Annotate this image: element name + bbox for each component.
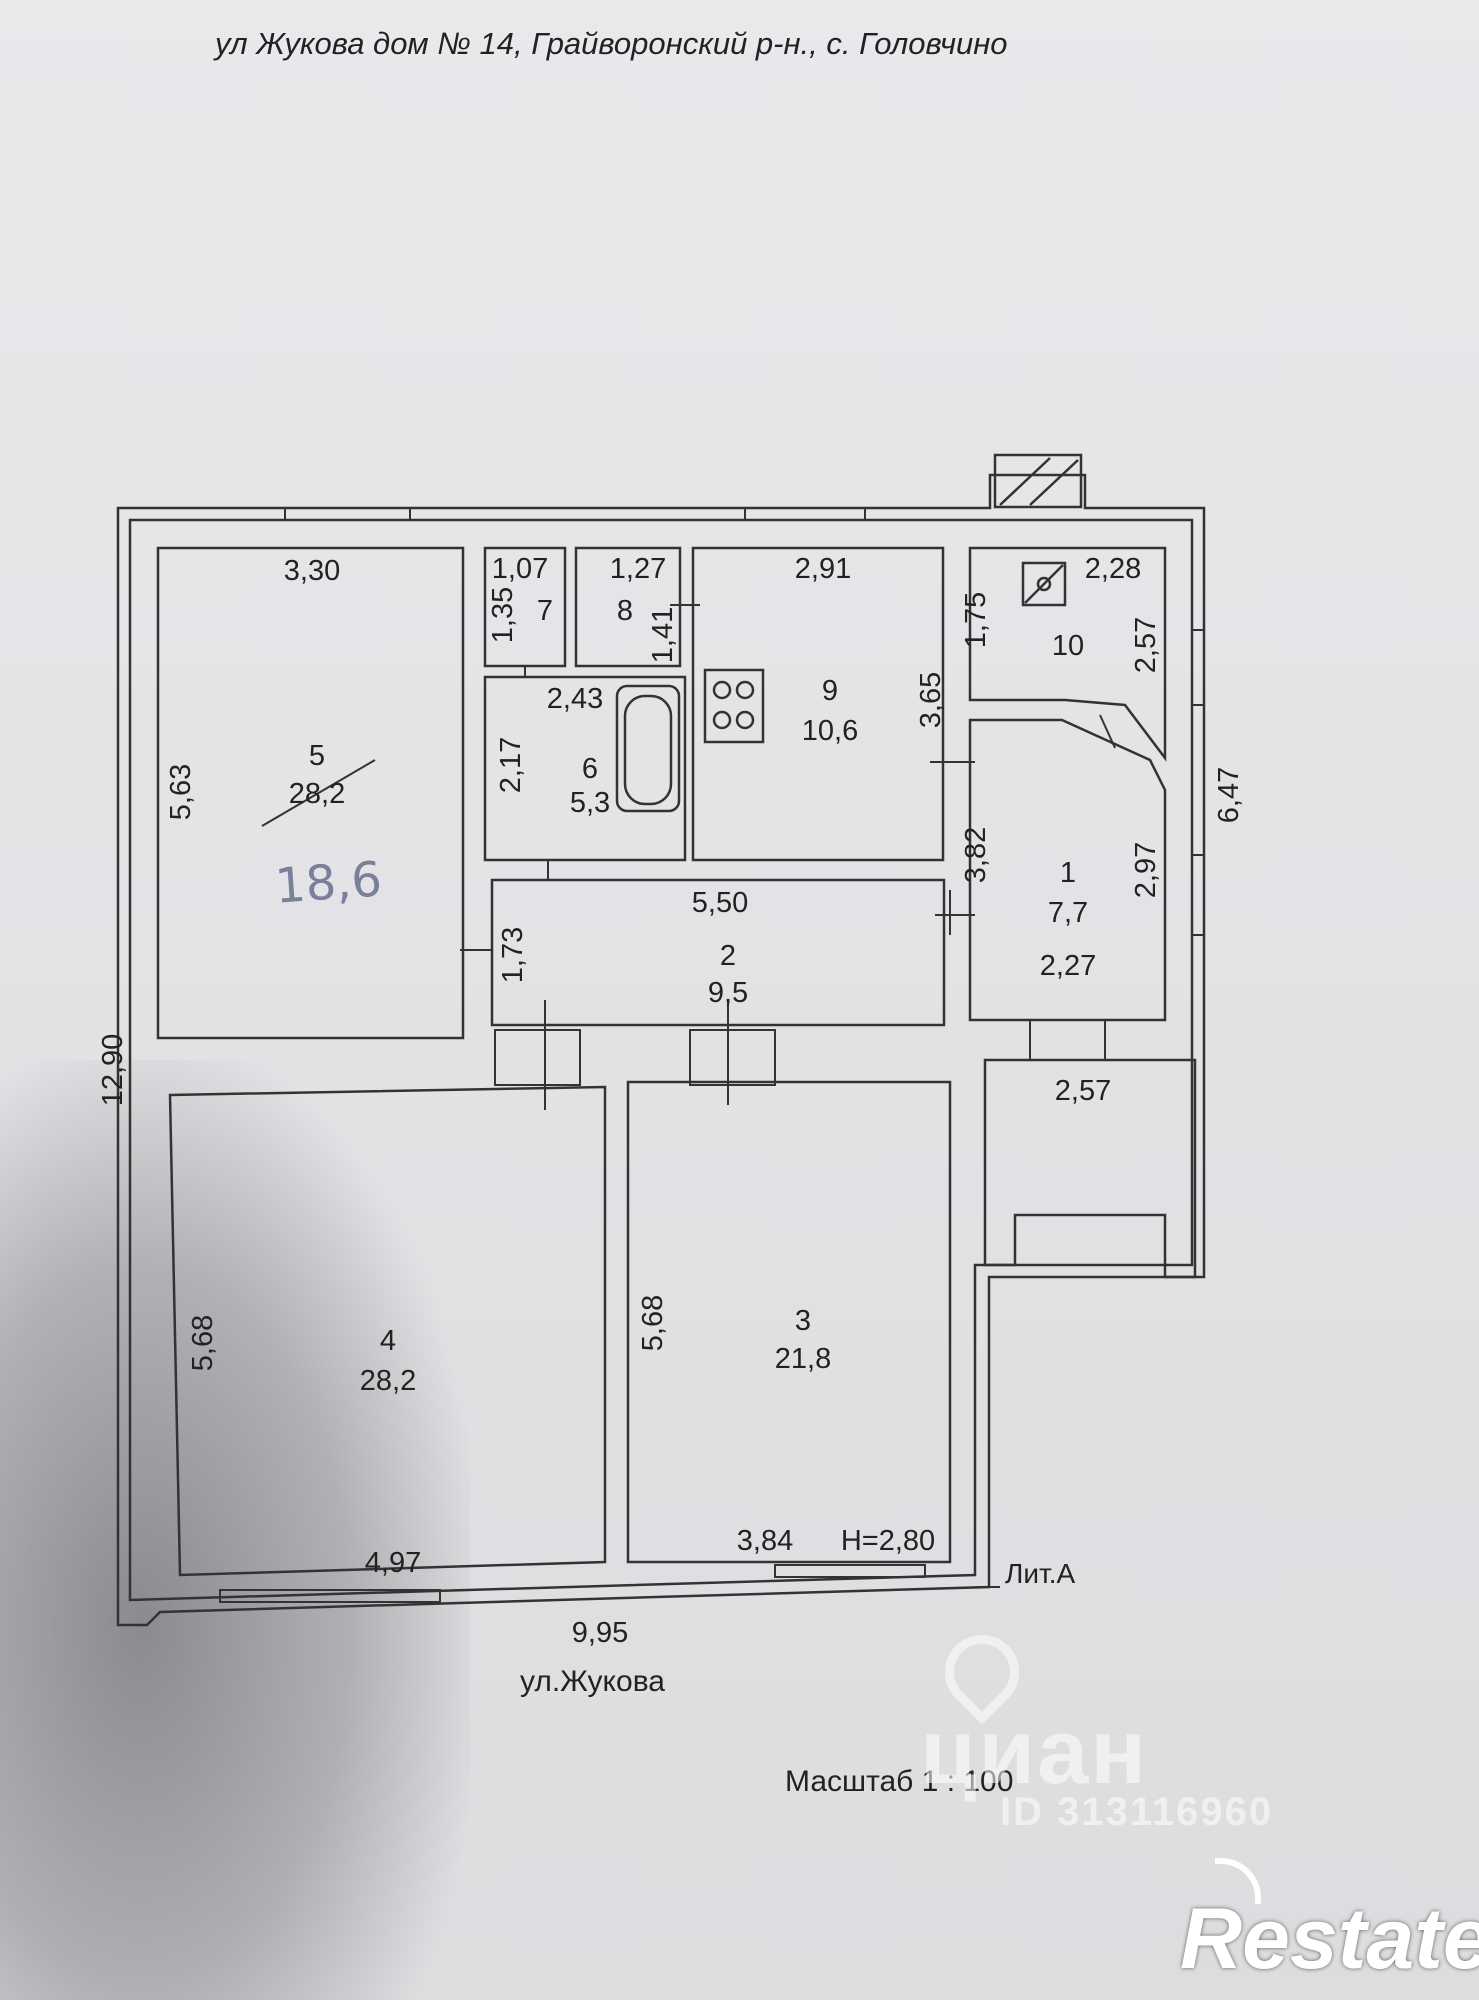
room-5-number: 5: [309, 740, 325, 772]
dim-ceiling-height: Н=2,80: [841, 1525, 935, 1557]
dim-r8-side: 1,41: [647, 607, 679, 663]
room-9-outline: [691, 546, 945, 862]
room-4-number: 4: [380, 1325, 396, 1357]
chimney: [993, 453, 1083, 509]
room-10-number: 10: [1052, 630, 1084, 662]
dim-r8-top: 1,27: [610, 553, 666, 585]
restate-logo: Restate: [1180, 1891, 1479, 1987]
outer-wall-inner: [128, 518, 1194, 1602]
outer-wall-outer: [116, 473, 1206, 1627]
dim-r2-top: 5,50: [692, 887, 748, 919]
room-1-area: 7,7: [1048, 897, 1088, 929]
room-5-area: 28,2: [289, 778, 345, 810]
dim-r1-right: 2,97: [1130, 842, 1162, 898]
room-2-outline: [490, 878, 946, 1027]
porch-outline: [983, 1058, 1197, 1279]
lit-label: Лит.А: [1005, 1558, 1076, 1589]
room-9-area: 10,6: [802, 715, 858, 747]
dim-r1-bottom: 2,27: [1040, 950, 1096, 982]
doors: [460, 604, 1116, 1110]
dim-outer-right: 6,47: [1213, 767, 1245, 823]
scale-label: Масштаб 1 : 100: [785, 1765, 1014, 1798]
boiler: [1021, 561, 1067, 607]
room-7-number: 7: [537, 595, 553, 627]
room-8-number: 8: [617, 595, 633, 627]
cian-id-watermark: ID 313116960: [1000, 1790, 1274, 1834]
dim-r9-top: 2,91: [795, 553, 851, 585]
room-2-number: 2: [720, 940, 736, 972]
dim-r10-top: 2,28: [1085, 553, 1141, 585]
dim-r6-side: 2,17: [495, 737, 527, 793]
dim-r5-left: 5,63: [165, 764, 197, 820]
dim-r4-bottom: 4,97: [365, 1547, 421, 1579]
dim-r1-left: 3,82: [960, 827, 992, 883]
dim-r10-right: 2,57: [1130, 617, 1162, 673]
room-4-outline: [168, 1085, 607, 1577]
room-3-outline: [626, 1080, 952, 1564]
room-4-area: 28,2: [360, 1365, 416, 1397]
dim-r5-top: 3,30: [284, 555, 340, 587]
address-title: ул Жукова дом № 14, Грайворонский р-н., …: [215, 26, 1008, 61]
strike-line: [261, 759, 376, 827]
stove: [703, 668, 765, 744]
dim-r9-side: 3,65: [915, 672, 947, 728]
dim-outer-bottom: 9,95: [572, 1617, 628, 1649]
dim-outer-left: 12,90: [97, 1034, 129, 1107]
room-1-number: 1: [1060, 857, 1076, 889]
room-3-area: 21,8: [775, 1343, 831, 1375]
room-10-outline: [968, 546, 1167, 762]
dim-r4-side: 5,68: [187, 1315, 219, 1371]
dim-r2-side: 1,73: [497, 927, 529, 983]
room-6-number: 6: [582, 753, 598, 785]
room-6-outline: [483, 675, 687, 862]
room-2-area: 9,5: [708, 977, 748, 1009]
room-5-outline: [156, 546, 465, 1040]
dim-r7-top: 1,07: [492, 553, 548, 585]
windows: [219, 507, 1205, 1603]
room-1-outline: [968, 718, 1167, 1022]
room-8-outline: [574, 546, 682, 668]
cian-watermark: циан: [920, 1701, 1148, 1803]
dim-r6-top: 2,43: [547, 683, 603, 715]
room-3-number: 3: [795, 1305, 811, 1337]
room-6-area: 5,3: [570, 787, 610, 819]
dim-r3-side: 5,68: [637, 1295, 669, 1351]
street-label: ул.Жукова: [520, 1665, 665, 1698]
dim-porch: 2,57: [1055, 1075, 1111, 1107]
hand-shadow: [0, 1060, 470, 2000]
dim-r10-left: 1,75: [960, 592, 992, 648]
bathtub: [615, 684, 681, 813]
room-9-number: 9: [822, 675, 838, 707]
handwritten-note: 18,6: [273, 851, 384, 915]
dim-r3-bottom: 3,84: [737, 1525, 793, 1557]
dim-r7-side: 1,35: [487, 587, 519, 643]
